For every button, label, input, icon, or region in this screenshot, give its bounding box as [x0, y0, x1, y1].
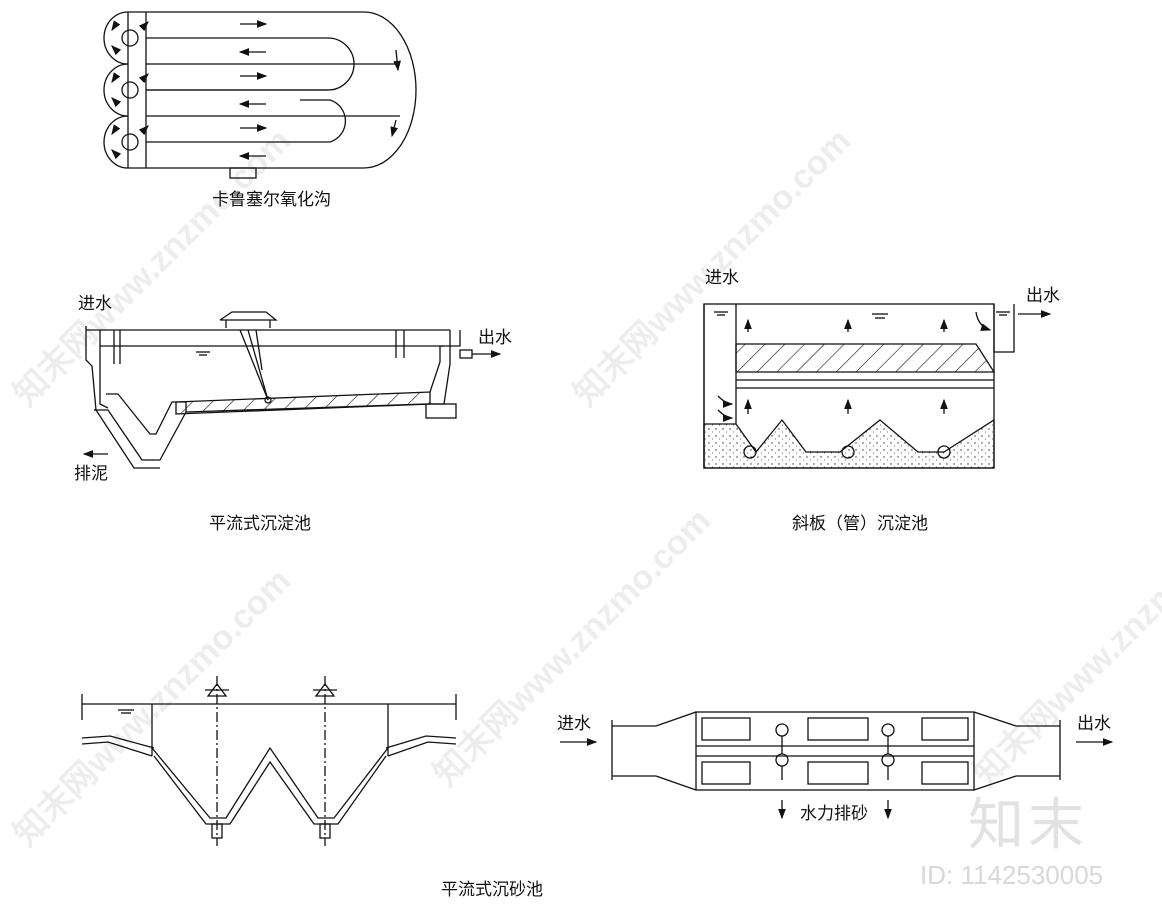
- caption-carrousel-ditch: 卡鲁塞尔氧化沟: [212, 190, 331, 210]
- label-hs-sludge: 排泥: [74, 464, 108, 484]
- caption-inclined-settling-tank: 斜板（管）沉淀池: [792, 514, 928, 534]
- grit-chamber-section: [81, 676, 457, 846]
- label-gc-inlet: 进水: [557, 714, 591, 734]
- caption-horizontal-settling-tank: 平流式沉淀池: [209, 514, 311, 534]
- watermark-logo: 知末: [968, 793, 1088, 858]
- label-gc-sand: 水力排砂: [800, 804, 868, 824]
- label-hs-inlet: 进水: [78, 294, 112, 314]
- grit-chamber-plan: [560, 711, 1114, 820]
- caption-grit-chamber: 平流式沉砂池: [441, 880, 543, 900]
- inclined-plate-settling-tank: [703, 303, 1052, 469]
- label-gc-outlet: 出水: [1077, 714, 1111, 734]
- watermark-id: ID: 1142530005: [920, 860, 1104, 890]
- label-is-outlet: 出水: [1026, 286, 1060, 306]
- label-hs-outlet: 出水: [478, 328, 512, 348]
- label-is-inlet: 进水: [705, 268, 739, 288]
- horizontal-settling-tank: [82, 311, 502, 469]
- carrousel-oxidation-ditch: [103, 11, 417, 179]
